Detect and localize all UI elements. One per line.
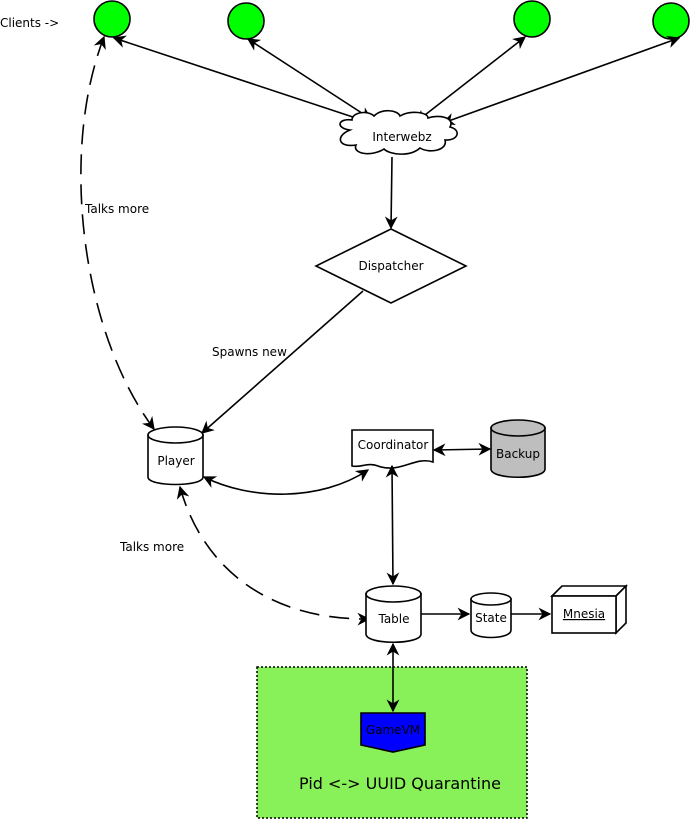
table-label: Table <box>377 612 409 626</box>
edge-player-coordinator <box>202 469 370 495</box>
talks-more-top-annotation: Talks more <box>84 202 149 216</box>
spawns-new-annotation: Spawns new <box>212 345 287 359</box>
clients-annotation: Clients -> <box>0 16 59 30</box>
database-cylinder-icon <box>470 592 512 639</box>
coordinator-label: Coordinator <box>358 438 429 452</box>
quarantine-label: Pid <-> UUID Quarantine <box>299 774 501 793</box>
state-label: State <box>475 611 507 625</box>
interwebz-label: Interwebz <box>372 130 431 144</box>
cloud-icon <box>339 109 458 155</box>
client-circle-icon <box>652 2 690 40</box>
box-3d-icon <box>550 584 628 635</box>
edge-coordinator-table <box>385 464 400 586</box>
edge-client2-interwebz <box>246 38 373 120</box>
database-cylinder-icon <box>147 426 204 486</box>
edge-coordinator-backup <box>432 442 492 457</box>
gamevm-label: GameVM <box>366 723 420 737</box>
mnesia-label: Mnesia <box>563 607 605 621</box>
client-circle-icon <box>513 0 551 38</box>
client-circle-icon <box>93 0 131 38</box>
database-cylinder-icon <box>490 419 546 478</box>
diamond-icon <box>314 228 468 304</box>
backup-label: Backup <box>496 447 540 461</box>
edge-client-player-dashed <box>80 35 155 431</box>
edge-client3-interwebz <box>414 36 527 123</box>
edge-interwebz-dispatcher <box>384 156 398 230</box>
edge-client1-interwebz <box>112 35 370 125</box>
client-circle-icon <box>227 2 265 40</box>
edge-dispatcher-player <box>201 290 364 434</box>
edge-player-table-dashed <box>176 485 371 626</box>
player-label: Player <box>157 454 194 468</box>
document-icon <box>351 429 434 469</box>
talks-more-bottom-annotation: Talks more <box>119 540 184 554</box>
gamevm-shape <box>360 712 426 753</box>
database-cylinder-icon <box>365 585 422 643</box>
edge-client4-interwebz <box>441 35 681 126</box>
dispatcher-label: Dispatcher <box>358 259 423 273</box>
